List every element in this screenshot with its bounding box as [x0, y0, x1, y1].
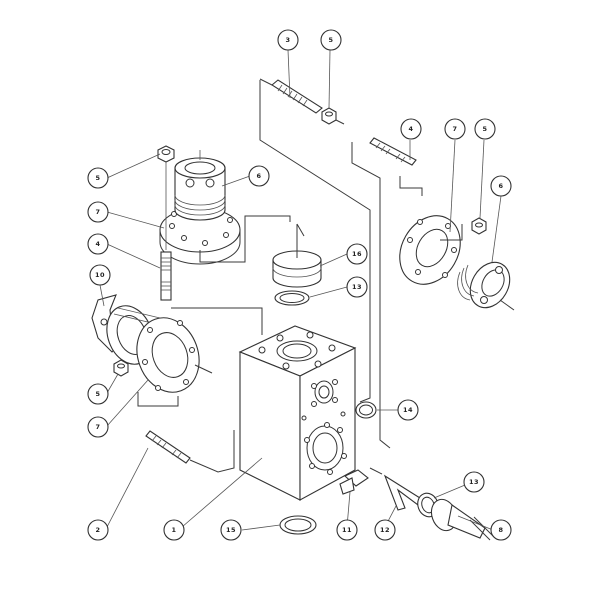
callout-2: 2	[87, 519, 109, 541]
svg-text:15: 15	[226, 526, 236, 534]
callout-5-left: 5	[87, 167, 109, 189]
callout-12: 12	[374, 519, 396, 541]
svg-text:6: 6	[256, 172, 261, 180]
spring-12	[383, 474, 421, 511]
svg-text:10: 10	[95, 271, 105, 279]
plug-8	[430, 498, 495, 541]
callout-11: 11	[336, 519, 358, 541]
stud-top	[259, 78, 323, 114]
svg-text:5: 5	[328, 36, 333, 44]
svg-text:7: 7	[95, 423, 100, 431]
seal-ring-13	[274, 290, 310, 306]
callout-10: 10	[89, 264, 111, 286]
callout-14: 14	[397, 399, 419, 421]
svg-text:12: 12	[380, 526, 390, 534]
callout-15: 15	[220, 519, 242, 541]
stud-bottom-left	[145, 430, 191, 464]
callout-13-mid: 13	[346, 276, 368, 298]
hex-nut-right	[471, 217, 487, 235]
callout-8: 8	[490, 519, 512, 541]
svg-text:1: 1	[171, 526, 176, 534]
callout-5-top: 5	[320, 29, 342, 51]
assembly-guide-lines	[137, 80, 515, 475]
svg-text:3: 3	[285, 36, 290, 44]
stud-right	[369, 137, 417, 166]
svg-text:13: 13	[352, 283, 362, 291]
flange-left	[136, 317, 213, 393]
stud-left	[160, 251, 172, 301]
svg-text:7: 7	[95, 208, 100, 216]
svg-text:11: 11	[342, 526, 352, 534]
callout-6-left: 6	[248, 165, 270, 187]
leader-lines	[99, 49, 502, 531]
hex-nut-top	[321, 107, 345, 125]
bonnet-flange-top	[159, 150, 241, 265]
hex-nut-top-left	[157, 145, 175, 250]
seal-ring-14	[355, 401, 377, 419]
svg-text:13: 13	[469, 478, 479, 486]
svg-text:7: 7	[452, 125, 457, 133]
callout-4-left: 4	[87, 233, 109, 255]
flange-right	[399, 215, 461, 285]
callout-7-left: 7	[87, 201, 109, 223]
threaded-nut-right	[457, 261, 511, 309]
callout-13-low: 13	[463, 471, 485, 493]
svg-text:4: 4	[95, 240, 100, 248]
callout-5-right: 5	[474, 118, 496, 140]
clip-11	[339, 469, 369, 495]
callout-7-low: 7	[87, 416, 109, 438]
cap-part-16	[272, 223, 322, 288]
callout-7-right: 7	[444, 118, 466, 140]
callout-1: 1	[163, 519, 185, 541]
callout-3-top: 3	[277, 29, 299, 51]
hex-nut-left-low	[113, 359, 129, 377]
callout-4-right: 4	[400, 118, 422, 140]
callout-16: 16	[346, 243, 368, 265]
valve-body	[238, 325, 357, 501]
svg-text:5: 5	[482, 125, 487, 133]
svg-text:5: 5	[95, 174, 100, 182]
svg-text:14: 14	[403, 406, 413, 414]
callout-5-low: 5	[87, 383, 109, 405]
seal-ring-15	[279, 515, 317, 535]
svg-text:5: 5	[95, 390, 100, 398]
svg-text:8: 8	[498, 526, 503, 534]
callout-6-right: 6	[490, 175, 512, 197]
svg-text:4: 4	[408, 125, 413, 133]
svg-text:6: 6	[498, 182, 503, 190]
svg-text:16: 16	[352, 250, 362, 258]
svg-text:2: 2	[95, 526, 100, 534]
